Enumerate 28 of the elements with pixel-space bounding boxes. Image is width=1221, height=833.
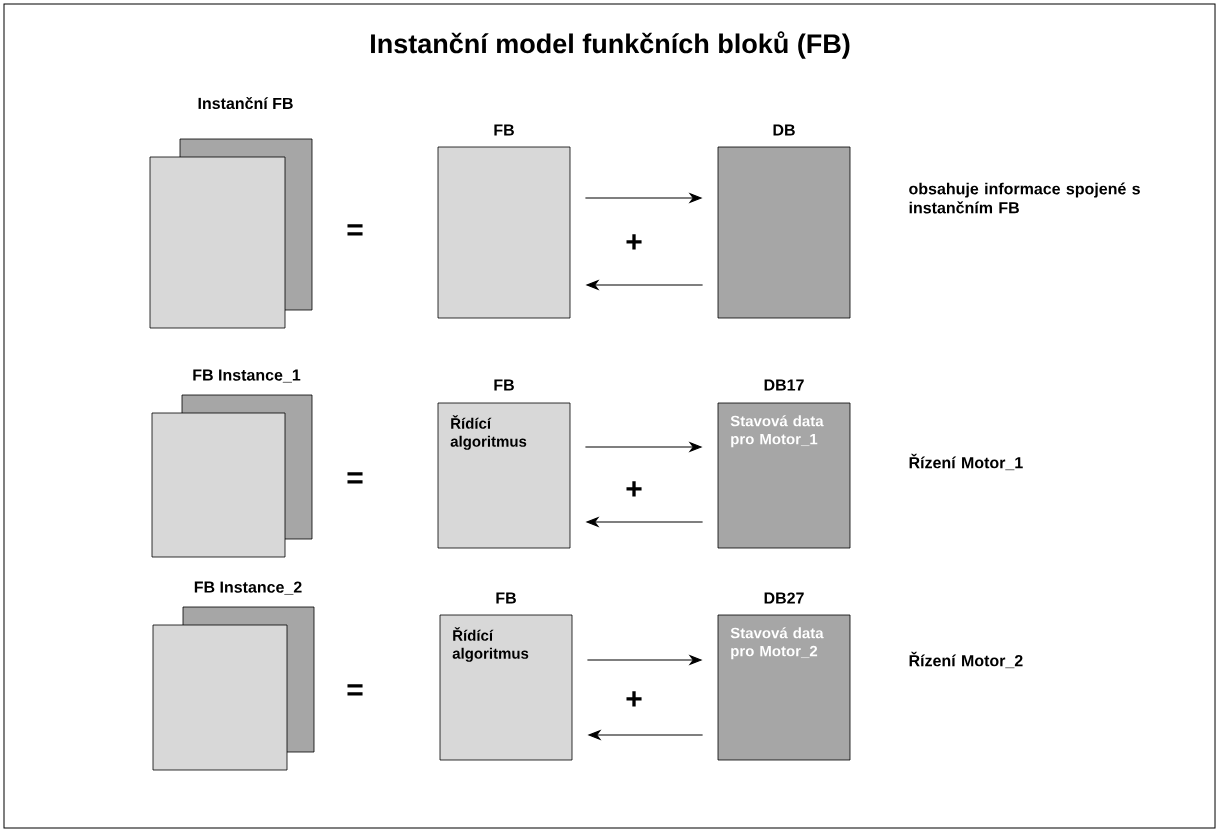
block-box bbox=[437, 146, 571, 319]
plus-sign: + bbox=[626, 481, 642, 497]
block-heading: FB bbox=[494, 379, 514, 391]
block-box: Stavová data pro Motor_2 bbox=[717, 614, 851, 761]
equals-sign: = bbox=[347, 472, 363, 484]
description: obsahuje informace spojené s instančním FB bbox=[909, 182, 1140, 214]
block-heading: FB bbox=[496, 592, 516, 604]
stacked-pages bbox=[149, 138, 313, 329]
block-box: Stavová data pro Motor_1 bbox=[717, 402, 851, 549]
title: Instanční model funkčních bloků (FB) bbox=[371, 31, 850, 59]
heading: FB Instance_2 bbox=[194, 581, 302, 595]
heading: FB Instance_1 bbox=[193, 369, 301, 383]
block-heading: DB27 bbox=[764, 592, 804, 604]
block-box: Řídící algoritmus bbox=[437, 402, 571, 549]
heading: Instanční FB bbox=[198, 96, 293, 110]
block-heading: DB17 bbox=[764, 379, 804, 391]
block-heading: FB bbox=[494, 124, 514, 136]
stacked-pages bbox=[151, 394, 313, 558]
equals-sign: = bbox=[347, 224, 363, 236]
description: Řízení Motor_2 bbox=[909, 651, 1023, 669]
description: Řízení Motor_1 bbox=[909, 453, 1023, 471]
block-box bbox=[717, 146, 851, 319]
plus-sign: + bbox=[626, 691, 642, 707]
stacked-pages bbox=[152, 606, 315, 771]
plus-sign: + bbox=[626, 234, 642, 250]
block-box: Řídící algoritmus bbox=[439, 614, 573, 761]
equals-sign: = bbox=[347, 684, 363, 696]
block-heading: DB bbox=[773, 124, 795, 136]
